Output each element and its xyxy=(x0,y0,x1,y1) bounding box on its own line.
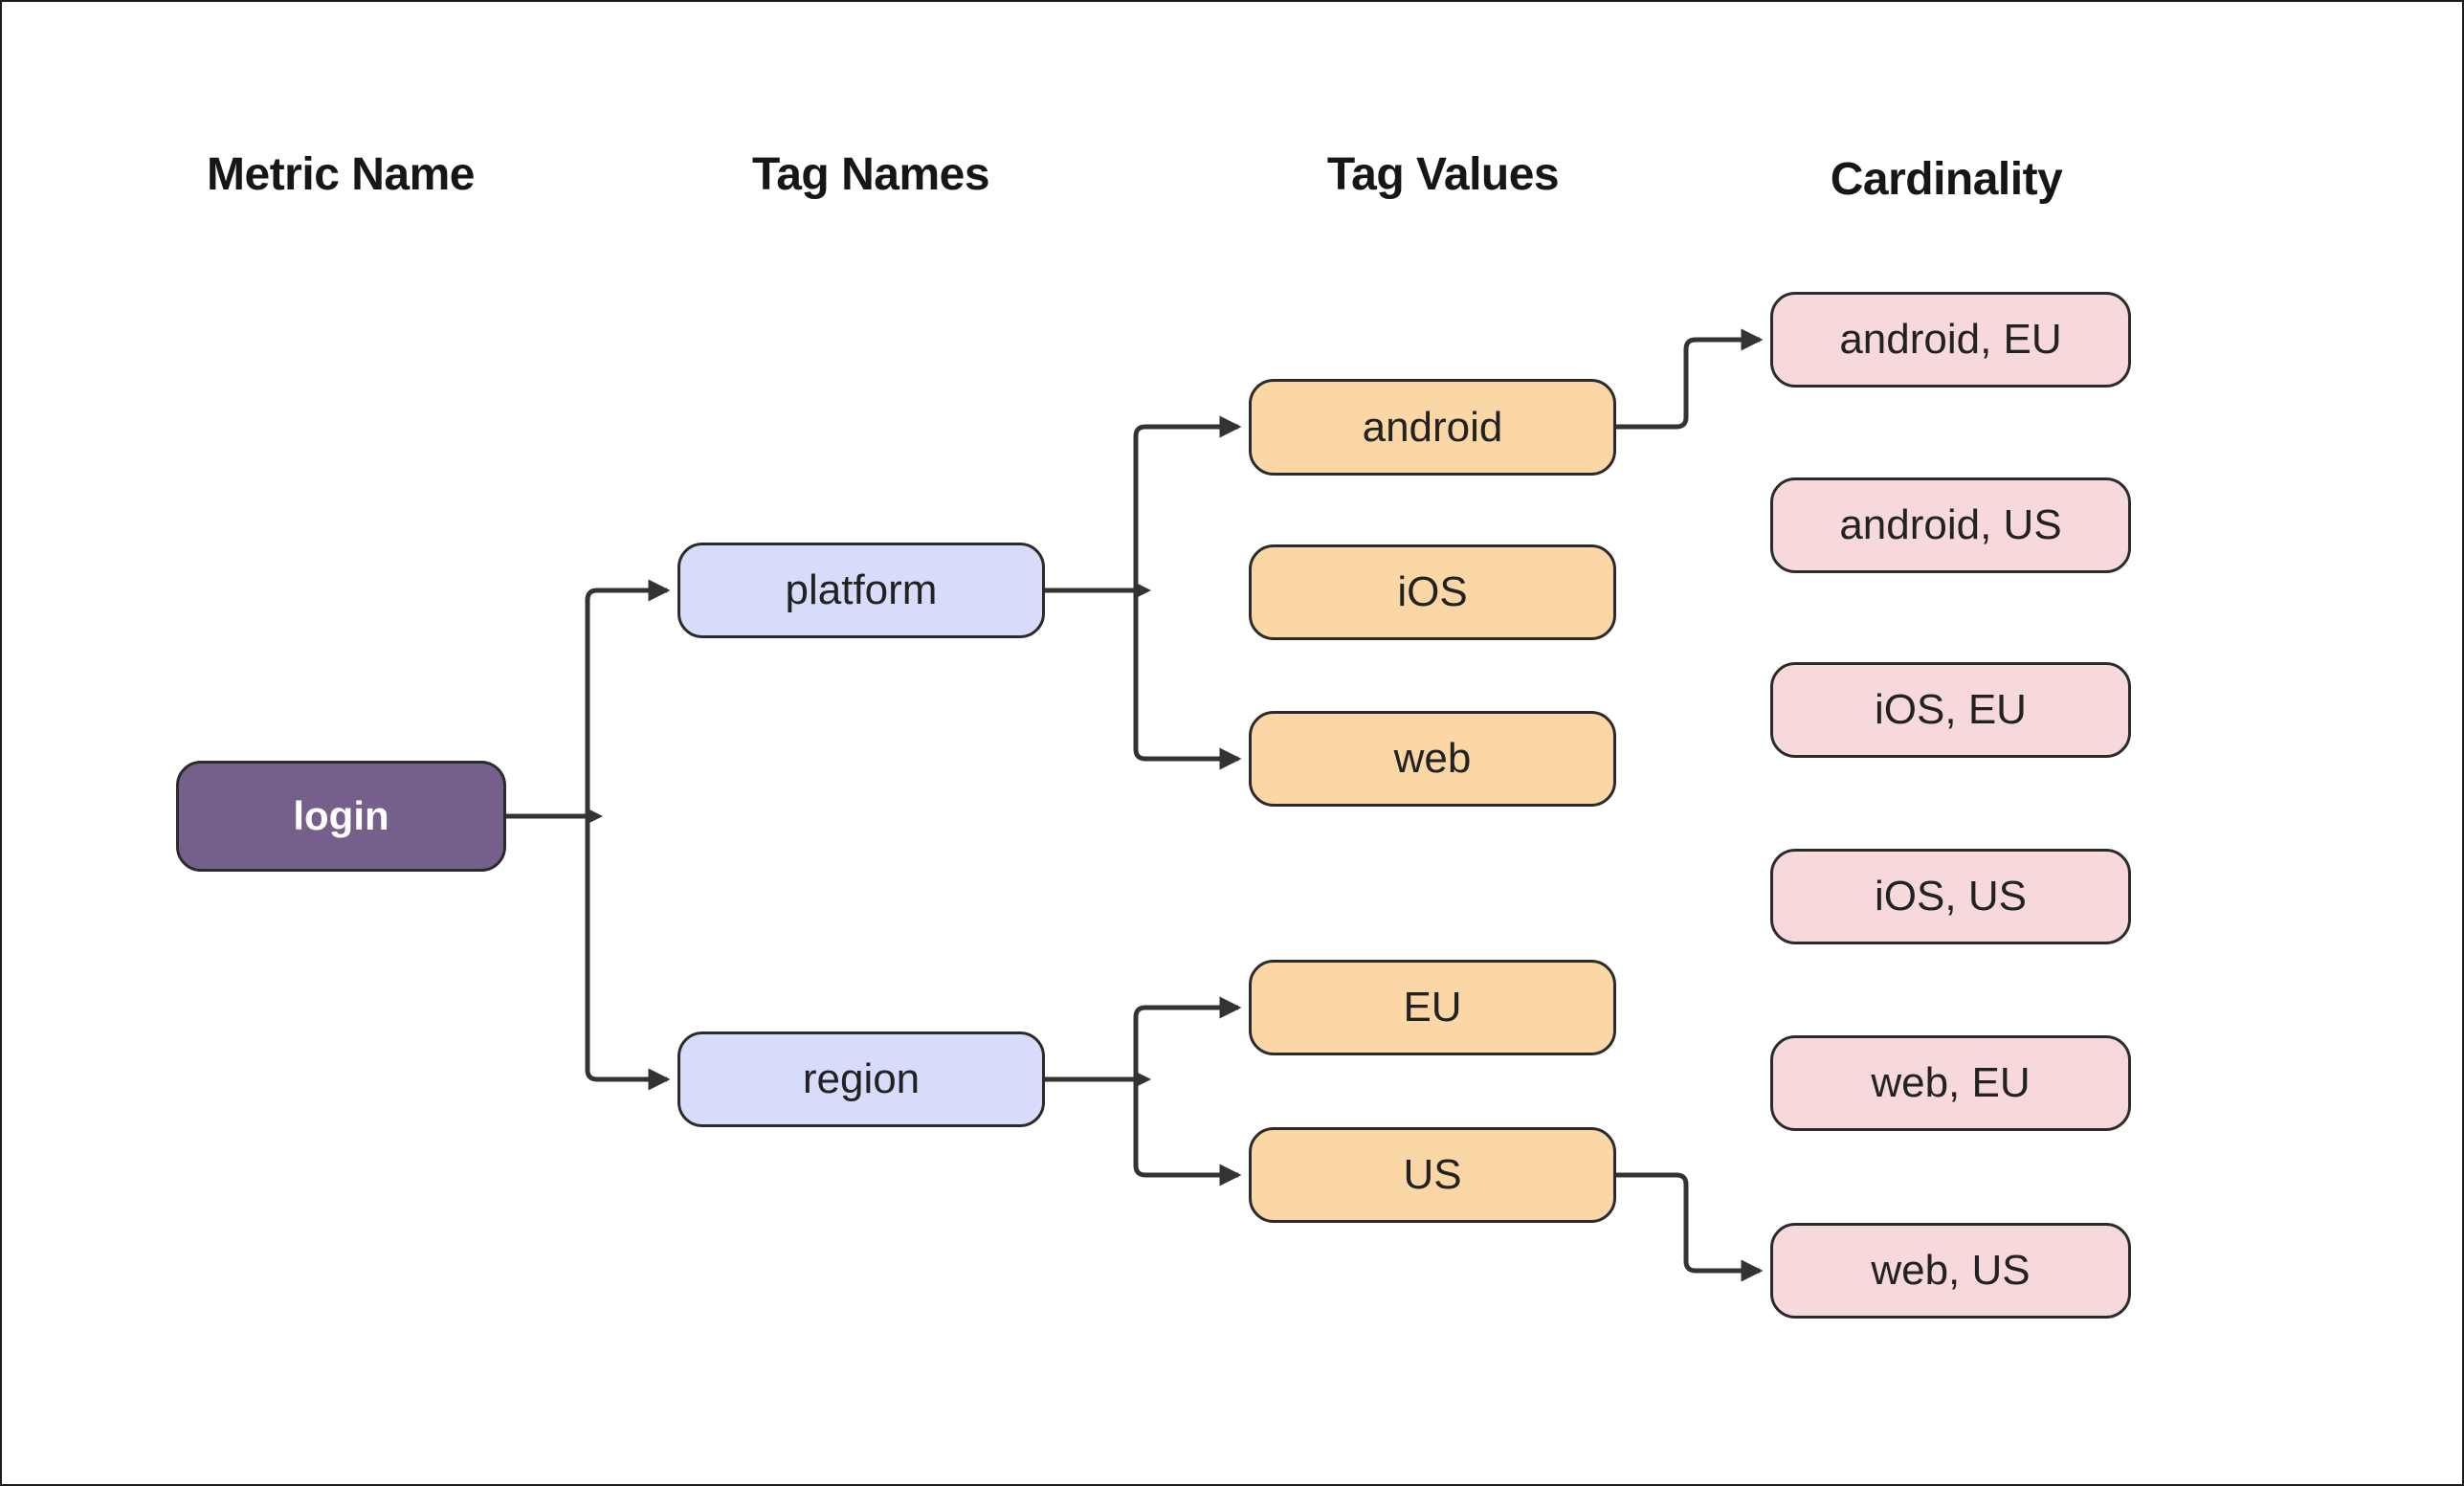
node-android-us: android, US xyxy=(1770,477,2131,573)
node-ios: iOS xyxy=(1249,544,1616,640)
junction-nub-region xyxy=(1136,1072,1151,1087)
edge-us-webus xyxy=(1616,1172,1764,1282)
node-android-eu: android, EU xyxy=(1770,292,2131,388)
node-android: android xyxy=(1249,379,1616,476)
node-us: US xyxy=(1249,1127,1616,1223)
node-ios-us: iOS, US xyxy=(1770,849,2131,944)
edge-platform-web xyxy=(1133,590,1242,770)
junction-nub-platform xyxy=(1136,583,1151,598)
node-ios-eu: iOS, EU xyxy=(1770,662,2131,758)
node-web-us: web, US xyxy=(1770,1223,2131,1319)
column-header-tag-names: Tag Names xyxy=(751,149,990,200)
node-platform: platform xyxy=(677,543,1045,638)
node-eu: EU xyxy=(1249,960,1616,1055)
edge-login-platform xyxy=(585,579,671,816)
edge-platform-android xyxy=(1133,415,1242,590)
edge-region-eu xyxy=(1133,996,1242,1079)
node-web: web xyxy=(1249,711,1616,807)
column-header-tag-values: Tag Values xyxy=(1326,149,1560,200)
junction-nub-login xyxy=(588,809,603,824)
column-header-metric-name: Metric Name xyxy=(207,149,475,200)
node-region: region xyxy=(677,1031,1045,1127)
edge-region-us xyxy=(1133,1079,1242,1187)
node-login: login xyxy=(176,761,506,872)
node-web-eu: web, EU xyxy=(1770,1035,2131,1131)
edge-android-androideu xyxy=(1616,328,1764,430)
edge-login-region xyxy=(585,816,671,1091)
column-header-cardinality: Cardinality xyxy=(1830,154,2063,205)
